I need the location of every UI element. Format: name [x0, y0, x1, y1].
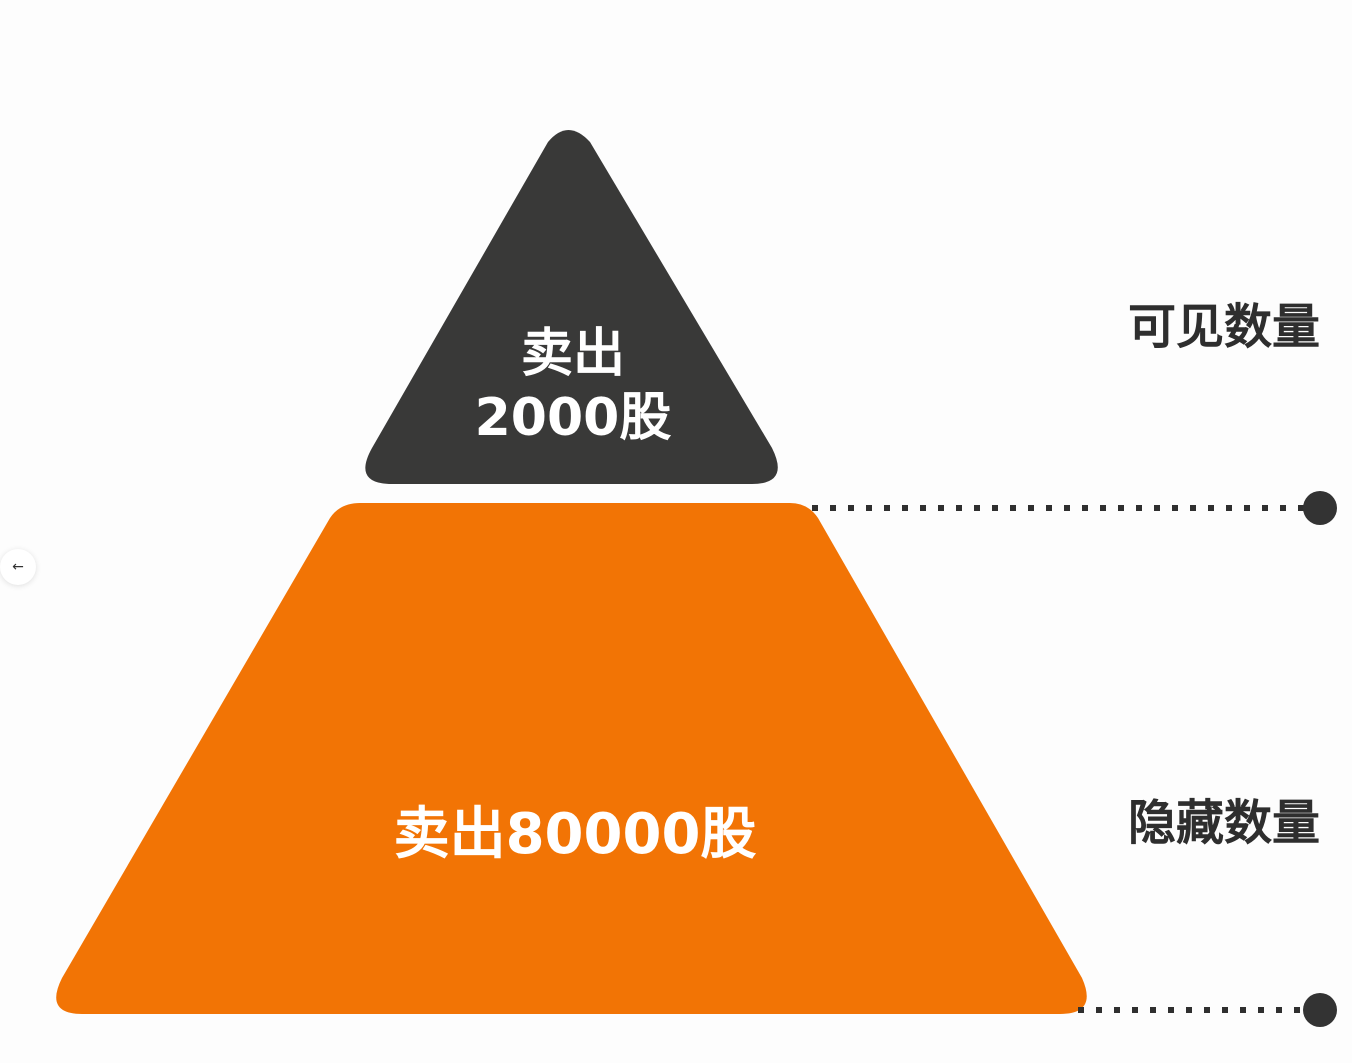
visible-quantity-line2: 2000股 [474, 388, 672, 448]
hidden-connector-dot [1303, 993, 1337, 1027]
visible-quantity-label: 可见数量 [1127, 299, 1320, 355]
visible-connector-dot [1303, 491, 1337, 525]
hidden-quantity-trapezoid [56, 503, 1087, 1014]
visible-quantity-line1: 卖出 [520, 324, 625, 384]
visible-quantity-text: 卖出 2000股 [400, 322, 746, 450]
visible-quantity-triangle [365, 130, 778, 484]
back-button[interactable]: ← [0, 549, 36, 585]
hidden-quantity-label: 隐藏数量 [1127, 795, 1320, 851]
arrow-left-icon: ← [12, 559, 24, 575]
hidden-quantity-text: 卖出80000股 [393, 802, 757, 867]
